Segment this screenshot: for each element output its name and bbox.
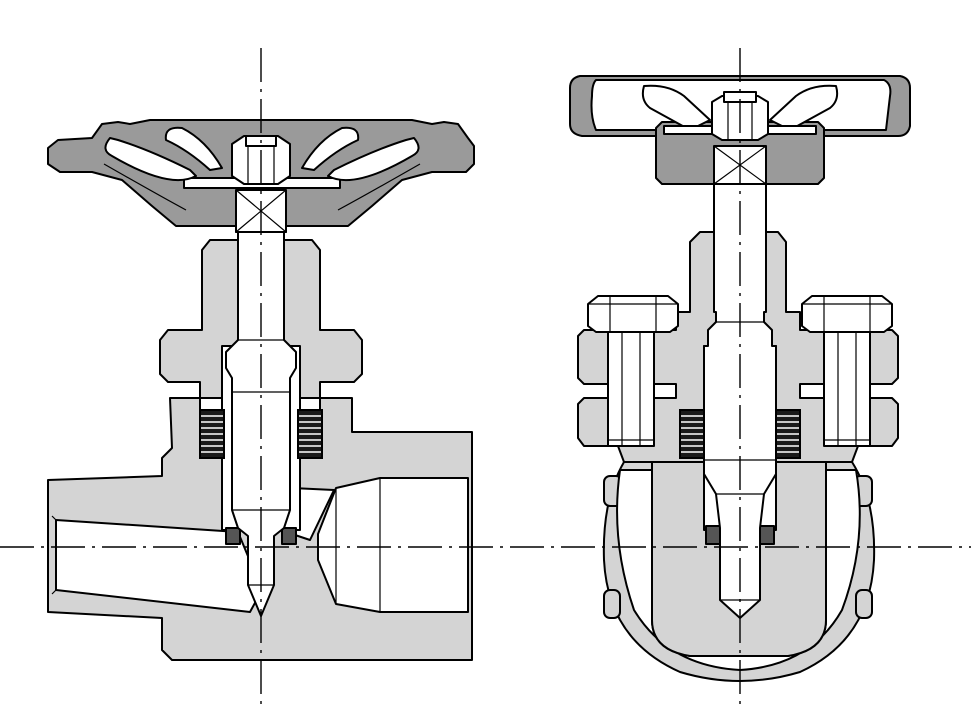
left-spoke-opening-3 bbox=[164, 126, 223, 171]
right-bolt-right bbox=[823, 329, 871, 447]
right-packing-left bbox=[679, 409, 705, 459]
left-spoke-opening-4 bbox=[301, 126, 360, 171]
left-packing-left bbox=[199, 409, 225, 459]
right-bolt-head-right bbox=[801, 295, 893, 333]
right-packing-right bbox=[775, 409, 801, 459]
left-packing-right bbox=[297, 409, 323, 459]
right-lug-right-lower bbox=[855, 589, 873, 619]
left-seat-ring-right bbox=[281, 527, 297, 545]
right-seat-ring-left bbox=[705, 525, 721, 545]
left-spoke-opening-2 bbox=[327, 137, 420, 182]
right-bolt-left bbox=[607, 329, 655, 447]
front-section-view bbox=[47, 48, 475, 706]
right-seat-ring-right bbox=[759, 525, 775, 545]
side-section-view bbox=[569, 48, 911, 706]
left-seat-ring-left bbox=[225, 527, 241, 545]
left-inlet-chamfer bbox=[51, 515, 57, 595]
left-outlet-bore bbox=[317, 477, 469, 613]
left-handwheel-rim-line-2 bbox=[337, 163, 421, 211]
right-lug-left-lower bbox=[603, 589, 621, 619]
left-spoke-opening-1 bbox=[104, 137, 197, 182]
right-bolt-head-left bbox=[587, 295, 679, 333]
left-handwheel-rim-line-1 bbox=[103, 163, 187, 211]
